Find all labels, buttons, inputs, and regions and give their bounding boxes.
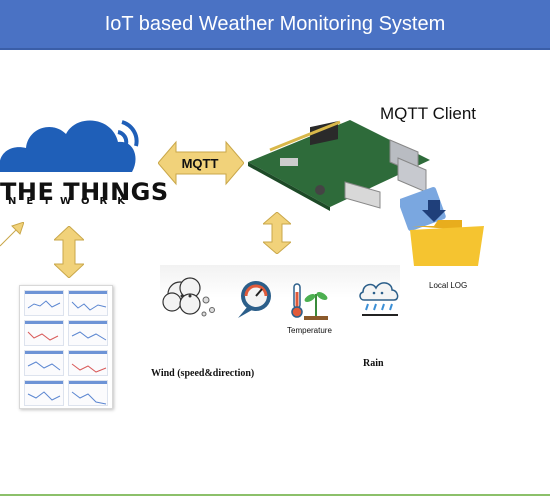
partial-arrow bbox=[0, 222, 24, 247]
chart-panel bbox=[68, 320, 108, 346]
mqtt-client-label: MQTT Client bbox=[380, 104, 477, 123]
chart-panel bbox=[24, 350, 64, 376]
page-title: IoT based Weather Monitoring System bbox=[104, 12, 446, 35]
wind-icon bbox=[162, 277, 215, 317]
dashboard-double-arrow bbox=[54, 226, 84, 278]
chart-panel bbox=[68, 290, 108, 316]
dashboard-thumbnail bbox=[19, 285, 113, 409]
temperature-label: Temperature bbox=[287, 326, 332, 335]
local-log-label: Local LOG bbox=[429, 281, 468, 290]
sensor-group bbox=[160, 265, 400, 375]
chart-panel bbox=[24, 320, 64, 346]
rain-label: Rain bbox=[363, 358, 384, 369]
sparklines bbox=[27, 300, 107, 405]
chart-panel bbox=[24, 290, 64, 316]
folder-download-icon bbox=[400, 187, 484, 266]
chart-panel bbox=[68, 350, 108, 376]
cloud-icon bbox=[0, 120, 139, 172]
gauge-icon bbox=[238, 281, 271, 318]
ttn-logo-subtext: NETWORK bbox=[8, 196, 136, 207]
chart-panel bbox=[68, 380, 108, 406]
mqtt-arrow-label: MQTT bbox=[181, 156, 219, 171]
thermometer-plant-icon bbox=[291, 283, 328, 320]
wind-label: Wind (speed&direction) bbox=[151, 368, 255, 379]
mqtt-double-arrow bbox=[158, 140, 244, 186]
chart-panel bbox=[24, 380, 64, 406]
rain-cloud-icon bbox=[359, 282, 399, 316]
footer-divider bbox=[0, 494, 550, 496]
ttn-logo-text: THE THINGS bbox=[0, 178, 169, 206]
sensor-double-arrow bbox=[263, 212, 291, 254]
title-banner: IoT based Weather Monitoring System bbox=[0, 0, 550, 50]
